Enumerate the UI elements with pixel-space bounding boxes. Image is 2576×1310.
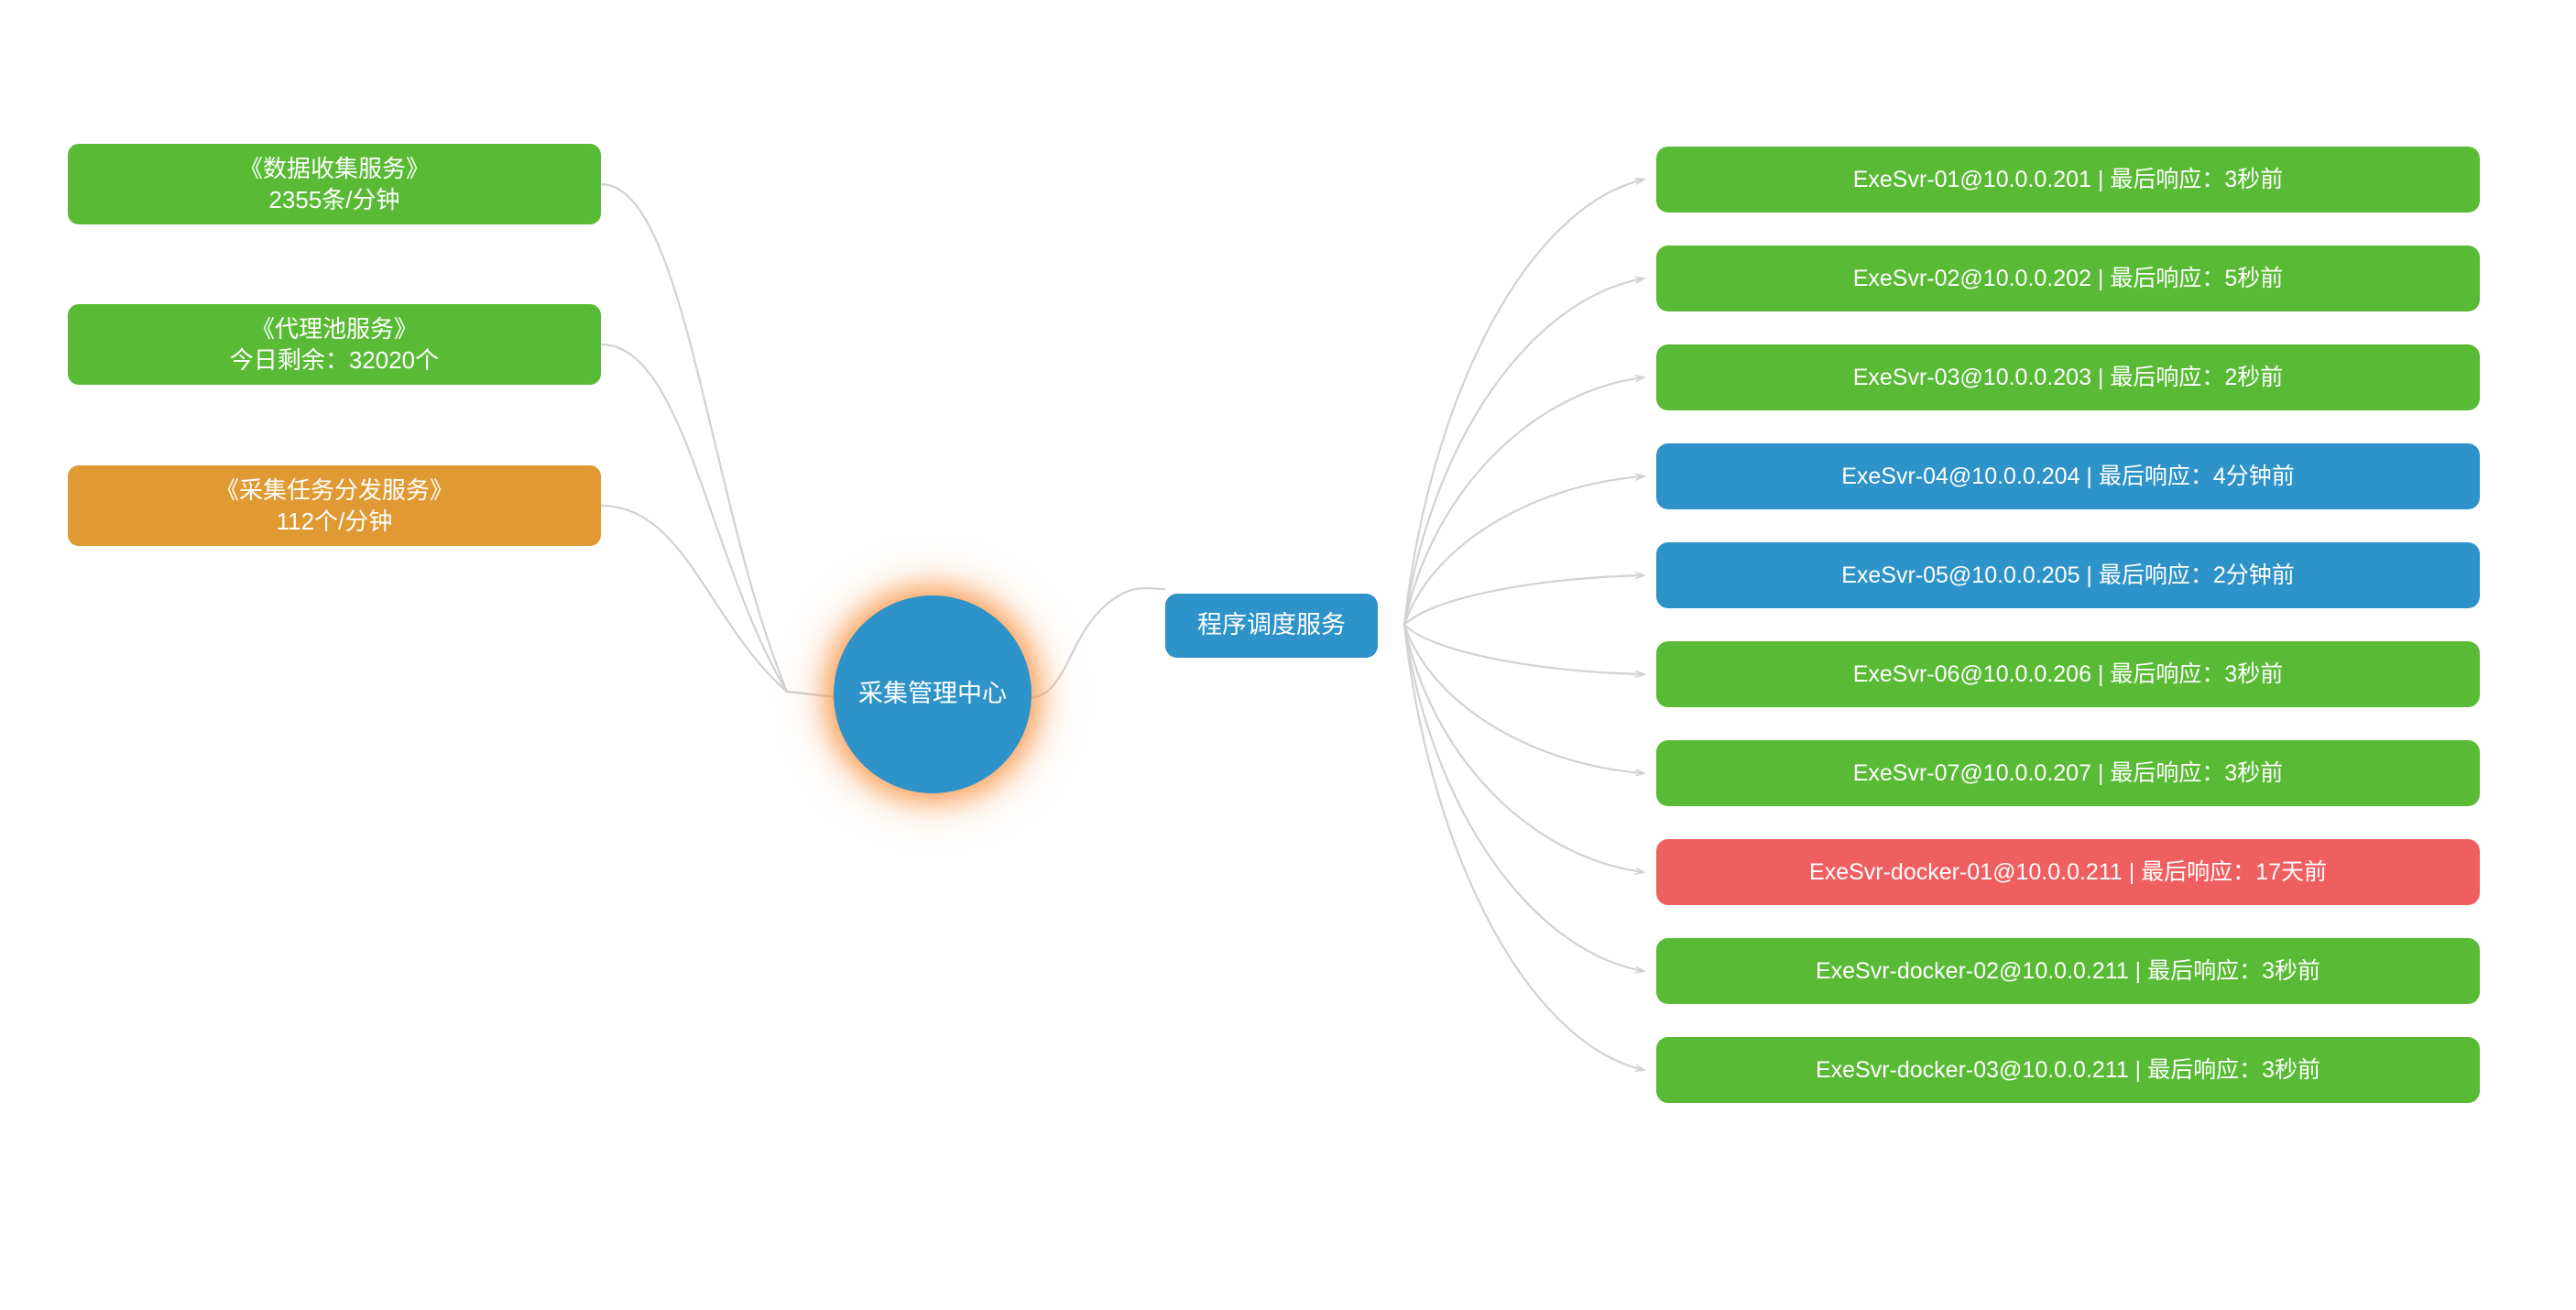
executor-connectors — [1403, 180, 1643, 1070]
service-card-proxy-pool[interactable]: 《代理池服务》 今日剩余：32020个 — [68, 304, 601, 385]
executor-label: ExeSvr-01@10.0.0.201 | 最后响应：3秒前 — [1852, 166, 2284, 192]
service-title: 《数据收集服务》 — [238, 154, 430, 182]
service-title: 《采集任务分发服务》 — [214, 475, 453, 504]
hub-node-collection-center[interactable]: 采集管理中心 — [834, 595, 1031, 793]
hub-label: 采集管理中心 — [858, 680, 1007, 708]
hub-scheduler-connector — [1025, 586, 1166, 700]
executor-label: ExeSvr-07@10.0.0.207 | 最后响应：3秒前 — [1852, 759, 2284, 786]
executor-node[interactable]: ExeSvr-05@10.0.0.205 | 最后响应：2分钟前 — [1656, 542, 2480, 608]
executor-node[interactable]: ExeSvr-02@10.0.0.202 | 最后响应：5秒前 — [1656, 246, 2480, 311]
service-metric: 2355条/分钟 — [268, 186, 400, 213]
executor-node[interactable]: ExeSvr-07@10.0.0.207 | 最后响应：3秒前 — [1656, 740, 2480, 806]
executor-node[interactable]: ExeSvr-docker-02@10.0.0.211 | 最后响应：3秒前 — [1656, 938, 2480, 1004]
service-connectors — [600, 182, 838, 699]
executor-label: ExeSvr-docker-02@10.0.0.211 | 最后响应：3秒前 — [1815, 957, 2321, 984]
executor-node[interactable]: ExeSvr-04@10.0.0.204 | 最后响应：4分钟前 — [1656, 443, 2480, 509]
service-metric: 今日剩余：32020个 — [229, 346, 440, 374]
service-card-data-collection[interactable]: 《数据收集服务》 2355条/分钟 — [68, 144, 601, 224]
scheduler-label: 程序调度服务 — [1197, 611, 1346, 639]
executor-label: ExeSvr-03@10.0.0.203 | 最后响应：2秒前 — [1852, 364, 2284, 390]
executor-label: ExeSvr-04@10.0.0.204 | 最后响应：4分钟前 — [1841, 463, 2295, 489]
service-title: 《代理池服务》 — [250, 314, 418, 343]
executor-node[interactable]: ExeSvr-06@10.0.0.206 | 最后响应：3秒前 — [1656, 641, 2480, 707]
executor-node[interactable]: ExeSvr-01@10.0.0.201 | 最后响应：3秒前 — [1656, 147, 2480, 213]
service-card-task-dispatch[interactable]: 《采集任务分发服务》 112个/分钟 — [68, 465, 601, 546]
executor-label: ExeSvr-05@10.0.0.205 | 最后响应：2分钟前 — [1841, 562, 2295, 588]
executor-node[interactable]: ExeSvr-docker-03@10.0.0.211 | 最后响应：3秒前 — [1656, 1037, 2480, 1103]
service-metric: 112个/分钟 — [276, 508, 393, 535]
executor-node[interactable]: ExeSvr-03@10.0.0.203 | 最后响应：2秒前 — [1656, 344, 2480, 410]
executor-label: ExeSvr-02@10.0.0.202 | 最后响应：5秒前 — [1852, 265, 2284, 291]
executor-node[interactable]: ExeSvr-docker-01@10.0.0.211 | 最后响应：17天前 — [1656, 839, 2480, 905]
executor-label: ExeSvr-docker-03@10.0.0.211 | 最后响应：3秒前 — [1815, 1056, 2321, 1083]
scheduler-node[interactable]: 程序调度服务 — [1165, 594, 1378, 658]
executor-label: ExeSvr-06@10.0.0.206 | 最后响应：3秒前 — [1852, 660, 2284, 687]
executor-label: ExeSvr-docker-01@10.0.0.211 | 最后响应：17天前 — [1809, 858, 2327, 885]
